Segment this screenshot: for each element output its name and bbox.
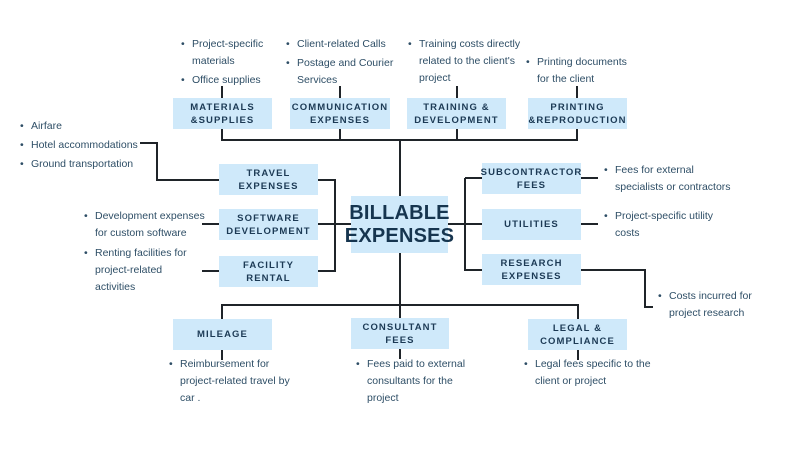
notes-utilities: Project-specific utility costs — [604, 208, 729, 244]
connector-research-notes — [581, 269, 653, 308]
note-item: Development expenses for custom software — [84, 208, 209, 242]
connector-top-tree — [221, 129, 578, 196]
note-item: Office supplies — [181, 72, 287, 89]
note-item: Airfare — [20, 118, 155, 135]
note-item: Postage and Courier Services — [286, 55, 398, 89]
notes-mileage: Reimbursement for project-related travel… — [169, 356, 299, 409]
node-training-development: TRAINING & DEVELOPMENT — [407, 98, 506, 129]
note-item: Fees paid to external consultants for th… — [356, 356, 478, 407]
note-item: Training costs directly related to the c… — [408, 36, 524, 87]
note-item: Project-specific materials — [181, 36, 287, 70]
node-printing-reproduction: PRINTING &REPRODUCTION — [528, 98, 627, 129]
node-utilities: UTILITIES — [482, 209, 581, 240]
notes-consultant: Fees paid to external consultants for th… — [356, 356, 478, 409]
node-materials-supplies: MATERIALS &SUPPLIES — [173, 98, 272, 129]
node-research-expenses: RESEARCH EXPENSES — [482, 254, 581, 285]
connector-left-bracket — [318, 179, 351, 272]
node-travel-expenses: TRAVEL EXPENSES — [219, 164, 318, 195]
node-consultant-fees: CONSULTANT FEES — [351, 318, 449, 349]
notes-legal: Legal fees specific to the client or pro… — [524, 356, 654, 392]
note-item: Ground transportation — [20, 156, 155, 173]
notes-travel: Airfare Hotel accommodations Ground tran… — [20, 118, 155, 175]
note-item: Renting facilities for project-related a… — [84, 245, 202, 296]
notes-facility: Renting facilities for project-related a… — [84, 245, 202, 298]
notes-materials: Project-specific materials Office suppli… — [181, 36, 287, 91]
note-item: Legal fees specific to the client or pro… — [524, 356, 654, 390]
notes-communication: Client-related Calls Postage and Courier… — [286, 36, 398, 91]
notes-research: Costs incurred for project research — [658, 288, 778, 324]
note-item: Reimbursement for project-related travel… — [169, 356, 299, 407]
node-billable-expenses: BILLABLE EXPENSES — [345, 196, 454, 253]
connector-right-bracket — [448, 177, 482, 271]
notes-software: Development expenses for custom software — [84, 208, 209, 244]
node-mileage: MILEAGE — [173, 319, 272, 350]
node-facility-rental: FACILITY RENTAL — [219, 256, 318, 287]
note-item: Printing documents for the client — [526, 54, 636, 88]
node-legal-compliance: LEGAL & COMPLIANCE — [528, 319, 627, 350]
note-item: Costs incurred for project research — [658, 288, 778, 322]
note-item: Client-related Calls — [286, 36, 398, 53]
note-item: Hotel accommodations — [20, 137, 155, 154]
node-communication-expenses: COMMUNICATION EXPENSES — [290, 98, 390, 129]
connector-bottom-tree — [221, 253, 579, 319]
node-subcontractor-fees: SUBCONTRACTOR FEES — [481, 163, 581, 194]
notes-printing: Printing documents for the client — [526, 54, 636, 90]
node-software-development: SOFTWARE DEVELOPMENT — [219, 209, 318, 240]
note-item: Project-specific utility costs — [604, 208, 729, 242]
notes-training: Training costs directly related to the c… — [408, 36, 524, 89]
note-item: Fees for external specialists or contrac… — [604, 162, 744, 196]
notes-subcontractor: Fees for external specialists or contrac… — [604, 162, 744, 198]
